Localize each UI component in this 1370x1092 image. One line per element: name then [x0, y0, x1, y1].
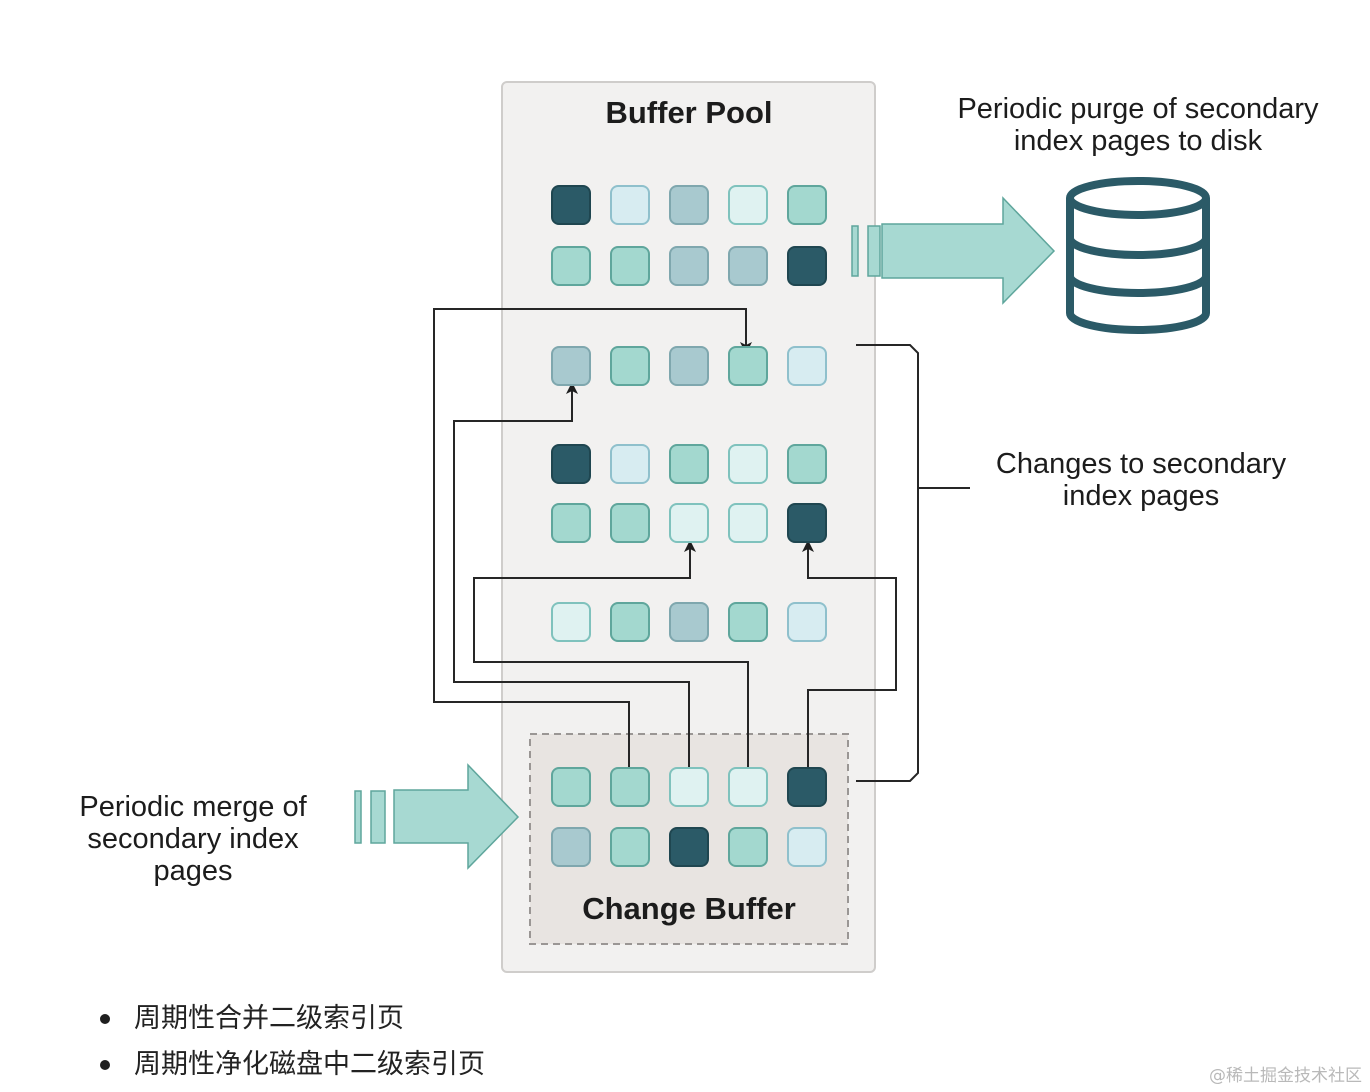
buffer-pool-page	[610, 246, 650, 286]
buffer-pool-page	[728, 185, 768, 225]
bullet-text: 周期性合并二级索引页	[134, 1003, 404, 1034]
changes-label-line1: Changes to secondary	[996, 448, 1287, 480]
buffer-pool-page	[669, 346, 709, 386]
buffer-pool-page	[787, 503, 827, 543]
buffer-pool-page	[728, 602, 768, 642]
change-buffer-page	[787, 767, 827, 807]
bullet-dot-icon	[100, 1014, 110, 1024]
change-buffer-title: Change Buffer	[582, 891, 796, 926]
change-buffer-diagram: Buffer Pool Change Buffer Periodic purge…	[79, 81, 1319, 973]
change-buffer-page	[669, 827, 709, 867]
watermark: @稀土掘金技术社区	[1209, 1066, 1362, 1086]
buffer-pool-page	[551, 185, 591, 225]
merge-label-line3: pages	[153, 855, 232, 887]
buffer-pool-page	[787, 602, 827, 642]
buffer-pool-page	[610, 602, 650, 642]
buffer-pool-page	[728, 346, 768, 386]
buffer-pool-page	[728, 246, 768, 286]
purge-label-line2: index pages to disk	[1014, 125, 1263, 157]
buffer-pool-page	[728, 444, 768, 484]
buffer-pool-title: Buffer Pool	[605, 95, 772, 130]
merge-line-3	[473, 540, 749, 768]
buffer-pool-page	[610, 346, 650, 386]
change-buffer-page	[728, 767, 768, 807]
buffer-pool-page	[669, 444, 709, 484]
merge-label-line2: secondary index	[87, 823, 299, 855]
bullet-item: 周期性合并二级索引页	[96, 996, 485, 1042]
change-buffer-page	[551, 827, 591, 867]
buffer-pool-page	[610, 185, 650, 225]
buffer-pool-page	[551, 602, 591, 642]
buffer-pool-page	[787, 246, 827, 286]
buffer-pool-page	[669, 185, 709, 225]
buffer-pool-page	[610, 444, 650, 484]
merge-label-line1: Periodic merge of	[79, 791, 307, 823]
purge-label-line1: Periodic purge of secondary	[957, 93, 1319, 125]
change-buffer-page	[787, 827, 827, 867]
change-buffer-page	[728, 827, 768, 867]
buffer-pool-page	[787, 185, 827, 225]
page-grid	[551, 185, 827, 867]
change-buffer-page	[610, 827, 650, 867]
bullet-list: 周期性合并二级索引页 周期性净化磁盘中二级索引页	[96, 996, 485, 1088]
buffer-pool-page	[669, 602, 709, 642]
bullet-text: 周期性净化磁盘中二级索引页	[134, 1049, 485, 1080]
merge-line-1	[433, 308, 752, 768]
purge-arrow-icon	[851, 196, 1056, 305]
merge-line-4	[802, 540, 897, 768]
changes-bracket	[856, 344, 970, 489]
merge-arrow-icon	[354, 763, 520, 870]
bullet-item: 周期性净化磁盘中二级索引页	[96, 1042, 485, 1088]
buffer-pool-page	[610, 503, 650, 543]
change-buffer-page	[551, 767, 591, 807]
buffer-pool-page	[551, 246, 591, 286]
buffer-pool-page	[551, 346, 591, 386]
buffer-pool-page	[669, 503, 709, 543]
database-icon	[1066, 177, 1210, 334]
buffer-pool-page	[551, 444, 591, 484]
buffer-pool-page	[787, 444, 827, 484]
buffer-pool-page	[728, 503, 768, 543]
bullet-dot-icon	[100, 1060, 110, 1070]
buffer-pool-page	[551, 503, 591, 543]
buffer-pool-page	[787, 346, 827, 386]
changes-bracket-lower	[856, 488, 919, 782]
buffer-pool-page	[669, 246, 709, 286]
changes-label-line2: index pages	[1063, 480, 1219, 512]
connector-lines	[433, 308, 970, 782]
change-buffer-page	[610, 767, 650, 807]
merge-line-2	[453, 382, 690, 768]
change-buffer-page	[669, 767, 709, 807]
